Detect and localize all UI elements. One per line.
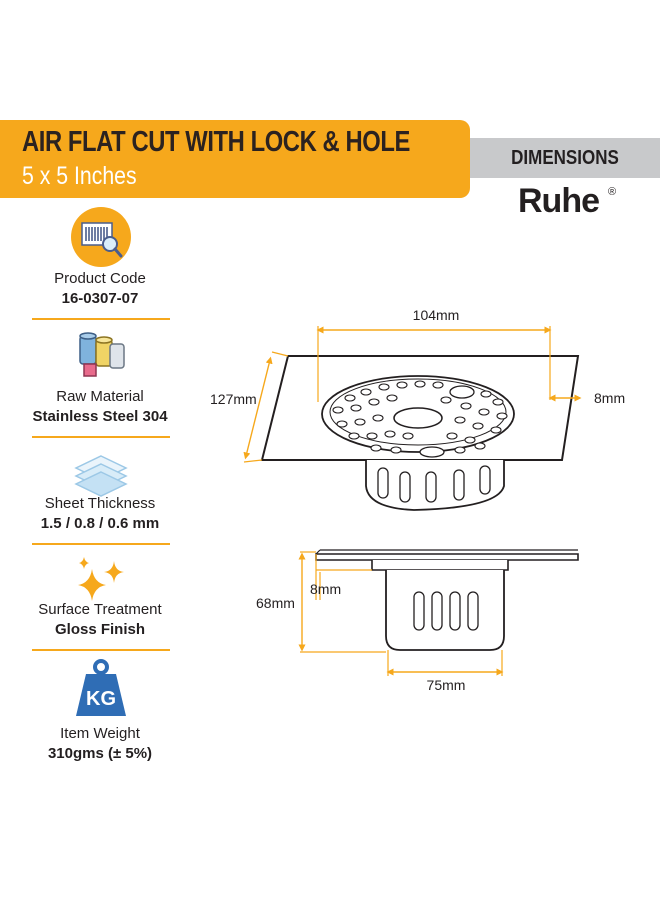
- spec-value: 16-0307-07: [61, 290, 139, 307]
- brand-logo: Ruhe: [518, 182, 600, 220]
- divider: [32, 543, 170, 545]
- spec-value: 1.5 / 0.8 / 0.6 mm: [40, 515, 160, 532]
- side-view: 68mm 8mm 75mm: [256, 549, 579, 693]
- spec-value: 310gms (± 5%): [47, 745, 153, 762]
- top-view: 104mm 127mm 8mm: [210, 307, 625, 511]
- weight-unit-text: KG: [86, 688, 116, 710]
- dim-width-label: 104mm: [413, 307, 460, 323]
- divider: [32, 436, 170, 438]
- dim-depth-label: 127mm: [210, 391, 257, 407]
- spec-label: Product Code: [54, 270, 146, 287]
- brand-registered-mark: ®: [608, 186, 617, 198]
- divider: [32, 649, 170, 651]
- product-title: AIR FLAT CUT WITH LOCK & HOLE: [22, 126, 410, 158]
- metal-material-icon: [79, 332, 125, 377]
- weight-icon: KG: [76, 659, 126, 716]
- title-banner: AIR FLAT CUT WITH LOCK & HOLE 5 x 5 Inch…: [0, 120, 470, 198]
- spec-value: Gloss Finish: [54, 621, 145, 638]
- spec-label: Sheet Thickness: [44, 495, 156, 512]
- dimension-drawing: 104mm 127mm 8mm 68mm 8mm 75mm: [210, 307, 625, 693]
- stacked-sheets-icon: [74, 455, 128, 497]
- spec-label: Surface Treatment: [38, 601, 162, 618]
- dimensions-label: DIMENSIONS: [511, 147, 619, 169]
- product-size: 5 x 5 Inches: [22, 162, 137, 190]
- barcode-magnifier-icon: [71, 207, 131, 267]
- spec-label: Item Weight: [60, 725, 140, 742]
- dim-body-label: 75mm: [427, 677, 466, 693]
- sparkle-icon: [78, 557, 124, 601]
- divider: [32, 318, 170, 320]
- spec-label: Raw Material: [56, 388, 144, 405]
- spec-value: Stainless Steel 304: [32, 408, 168, 425]
- dimensions-tag: DIMENSIONS: [470, 138, 660, 178]
- dim-edge-label: 8mm: [594, 390, 625, 406]
- dim-height-label: 68mm: [256, 595, 295, 611]
- dim-flange-label: 8mm: [310, 581, 341, 597]
